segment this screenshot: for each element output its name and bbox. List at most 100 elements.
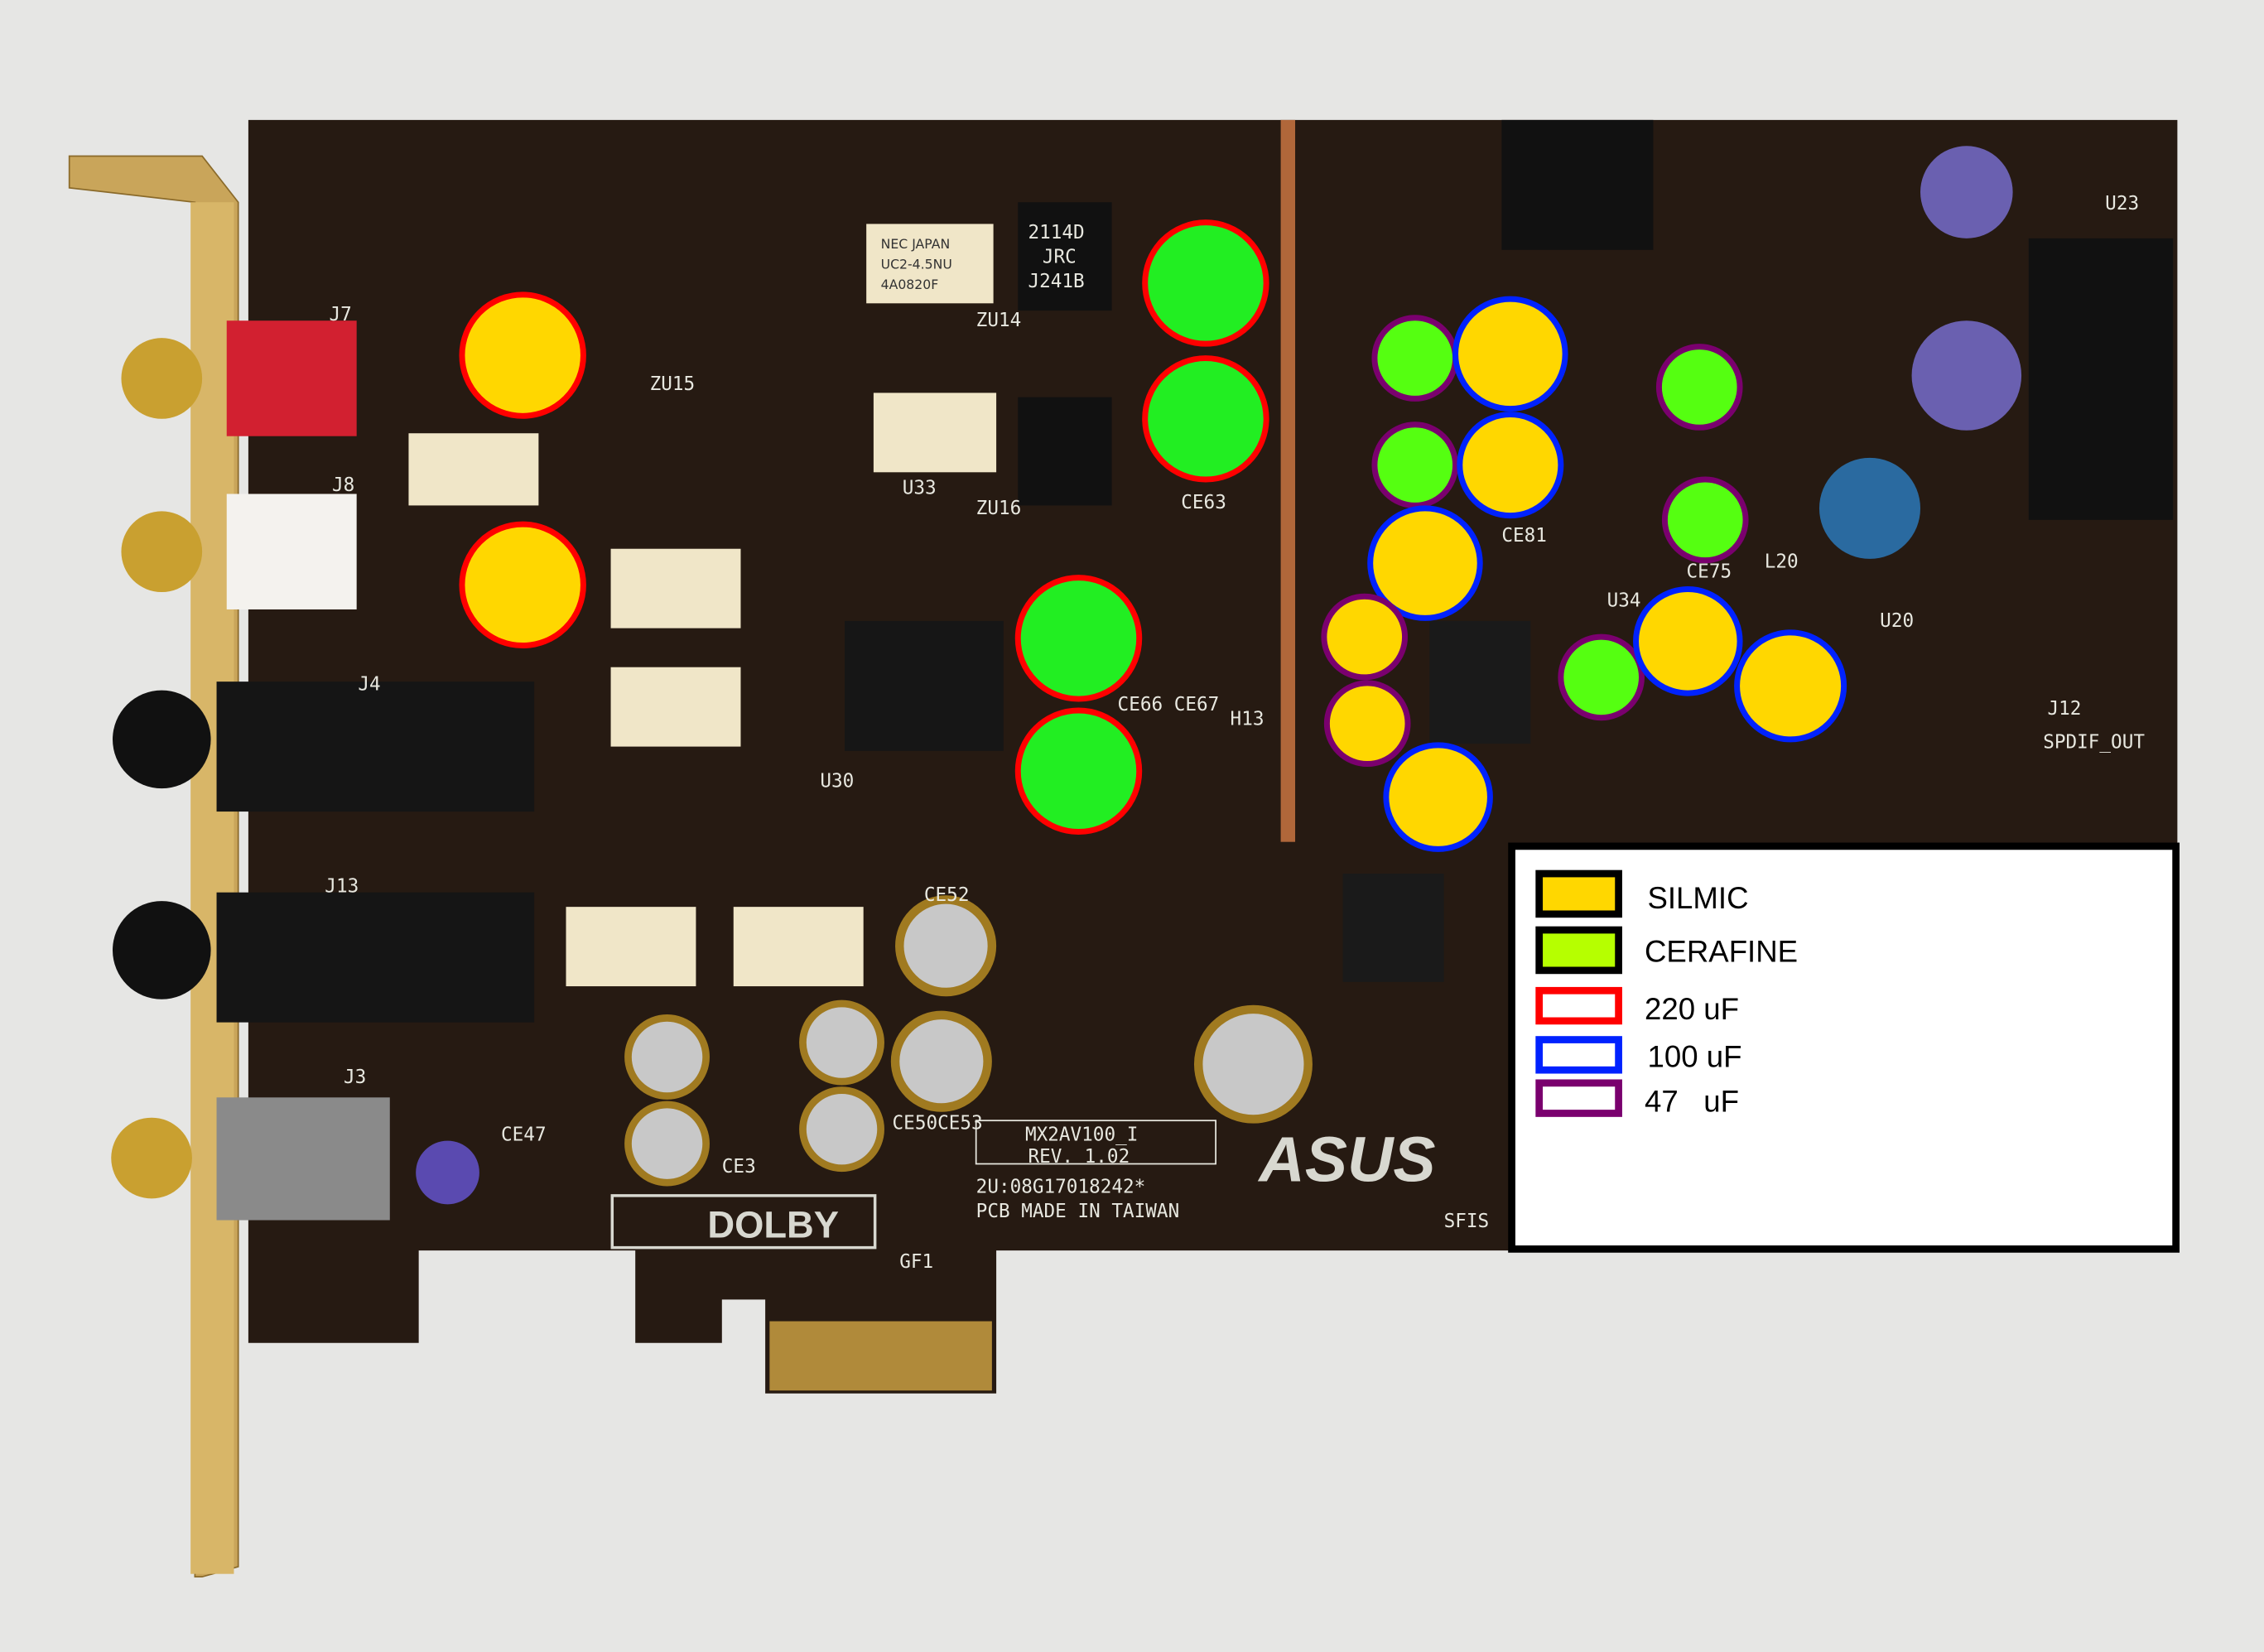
relay-text: NEC JAPAN (881, 236, 951, 252)
marker-silmic-220uf (459, 291, 586, 419)
rca-jack-icon (121, 338, 203, 419)
label-h13: H13 (1231, 708, 1264, 730)
rca-red-housing (226, 320, 357, 436)
legend-label-220uf: 220 uF (1645, 992, 1739, 1026)
copper-divider (1280, 119, 1296, 842)
label-ce50-ce53: CE50CE53 (893, 1113, 983, 1134)
model-box (975, 1120, 1217, 1165)
rca-jack-icon (121, 511, 203, 593)
label-u33: U33 (903, 477, 937, 498)
opamp-chip (1018, 202, 1112, 311)
asus-logo: ASUS (1257, 1125, 1435, 1195)
legend-box (1508, 842, 2180, 1253)
marker-cerafine-220uf (1014, 707, 1143, 835)
marker-cerafine-47uf (1371, 421, 1459, 508)
label-u34: U34 (1607, 590, 1641, 611)
label-ce63: CE63 (1181, 492, 1226, 513)
label-j4: J4 (358, 674, 380, 696)
marker-cerafine-220uf (1142, 219, 1269, 347)
legend-label-silmic: SILMIC (1647, 881, 1748, 915)
label-ce3: CE3 (722, 1156, 756, 1178)
legend: SILMIC CERAFINE 220 uF 100 uF 47 uF (1508, 842, 2180, 1253)
model-number: MX2AV100_I (1025, 1125, 1138, 1146)
marker-cerafine-47uf (1661, 476, 1749, 564)
relay (873, 393, 997, 473)
relay (566, 907, 696, 987)
label-j12: J12 (2047, 698, 2081, 720)
relay (610, 667, 741, 747)
marker-silmic-100uf (1633, 586, 1743, 696)
label-ce75: CE75 (1687, 561, 1732, 583)
marker-cerafine-47uf (1371, 315, 1459, 402)
label-l20: L20 (1765, 551, 1799, 572)
label-u23: U23 (2105, 193, 2139, 214)
marker-cerafine-220uf (1142, 355, 1269, 483)
spdif-housing (216, 1097, 390, 1221)
chip-text: J241B (1028, 271, 1084, 292)
capacitor-silver (1193, 1004, 1313, 1124)
jack-j4 (216, 682, 535, 812)
capacitor-purple (1920, 146, 2013, 238)
power-connector (2028, 238, 2174, 520)
dsp-chip (845, 620, 1004, 751)
connectors (111, 119, 2174, 1221)
audio-jack-icon (113, 901, 211, 999)
rca-jack-icon (111, 1117, 192, 1199)
legend-swatch-100uf (1535, 1036, 1622, 1074)
marker-silmic-100uf (1457, 412, 1564, 519)
label-u30: U30 (820, 770, 854, 792)
marker-cerafine-47uf (1655, 344, 1743, 431)
capacitor-silver (799, 999, 884, 1086)
marker-silmic-47uf (1321, 593, 1409, 681)
audio-jack-icon (113, 690, 211, 789)
label-j7: J7 (330, 304, 352, 325)
label-ce81: CE81 (1501, 525, 1547, 547)
capacitor-silver (624, 1101, 710, 1187)
label-zu14: ZU14 (976, 310, 1022, 331)
capacitor-markers (459, 219, 1847, 852)
opamp-chip (1018, 397, 1112, 506)
silkscreen: J7 J8 J4 J13 J3 H13 U23 J12 SPDIF_OUT CE… (325, 193, 2145, 1273)
capacitor-purple (1911, 320, 2022, 431)
legend-label-47uf: 47 uF (1645, 1085, 1739, 1119)
marker-silmic-100uf (1734, 629, 1847, 743)
relay-text: UC2-4.5NU (881, 256, 952, 272)
relay (733, 907, 864, 987)
jack-j13 (216, 892, 535, 1023)
legend-swatch-47uf (1535, 1079, 1622, 1117)
revision: REV. 1.02 (1028, 1146, 1130, 1168)
label-spdif-out: SPDIF_OUT (2043, 731, 2145, 753)
capacitor-silver (624, 1014, 710, 1100)
inductor-330 (1818, 457, 1921, 559)
chip-text: 2114D (1028, 222, 1084, 243)
relay-text: 4A0820F (881, 277, 939, 292)
label-ce66-ce67: CE66 CE67 (1118, 694, 1220, 715)
pcie-gold-fingers (769, 1321, 992, 1391)
relay (408, 433, 539, 506)
ic-chip (1429, 620, 1531, 744)
marker-silmic-100uf (1367, 505, 1483, 621)
serial-number: 2U:08G17018242* (976, 1176, 1146, 1197)
legend-label-cerafine: CERAFINE (1645, 934, 1798, 968)
relay (610, 548, 741, 629)
marker-silmic-100uf (1452, 296, 1568, 412)
label-j3: J3 (344, 1067, 366, 1088)
capacitor-silver (799, 1086, 884, 1173)
legend-label-100uf: 100 uF (1647, 1040, 1741, 1074)
label-zu15: ZU15 (650, 373, 696, 395)
marker-silmic-47uf (1323, 680, 1411, 768)
label-zu16: ZU16 (976, 498, 1022, 519)
marker-cerafine-220uf (1014, 575, 1143, 702)
label-gf1: GF1 (899, 1251, 933, 1273)
capacitor-silver (895, 895, 997, 997)
dolby-logo: DOLBY (707, 1203, 839, 1245)
rca-white-housing (226, 494, 357, 609)
ic-chip (1342, 874, 1444, 982)
label-sfis: SFIS (1444, 1211, 1490, 1232)
dolby-logo-frame (610, 1194, 877, 1250)
header-connector (1501, 119, 1654, 250)
legend-swatch-220uf (1535, 986, 1622, 1025)
relay (866, 224, 994, 304)
label-j8: J8 (332, 474, 354, 496)
